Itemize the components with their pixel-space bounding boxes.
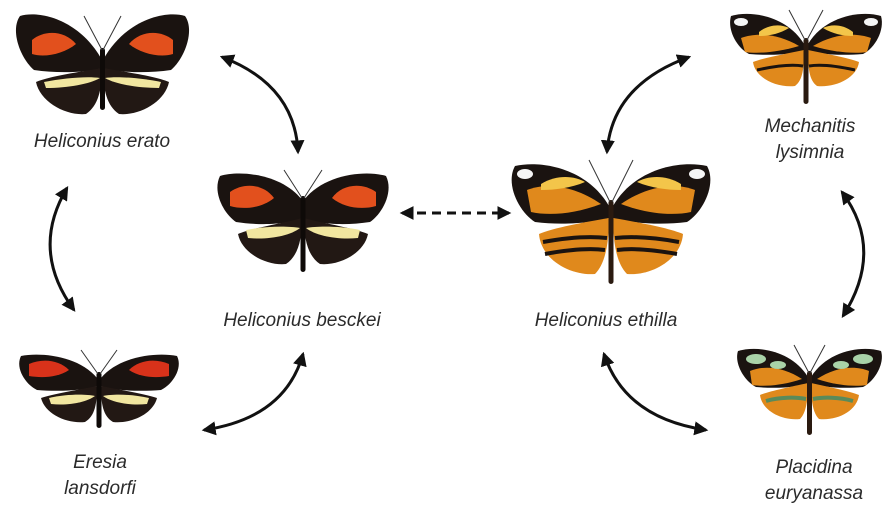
label-line: euryanassa [755,481,873,507]
butterfly-heliconius-besckei [212,170,394,274]
butterfly-heliconius-ethilla [505,160,717,286]
label-heliconius-besckei: Heliconius besckei [208,308,396,334]
label-line: Eresia [40,450,160,476]
label-line: Heliconius besckei [208,308,396,334]
label-eresia-lansdorfi: Eresia lansdorfi [40,450,160,502]
label-placidina-euryanassa: Placidina euryanassa [755,455,873,507]
butterfly-placidina-euryanassa [734,345,885,437]
butterfly-heliconius-erato [10,10,195,122]
arrow-erato-eresia [50,188,74,310]
arrow-ethilla-placidina [604,354,706,430]
label-line: Placidina [755,455,873,481]
arrow-erato-besckei [222,57,298,152]
label-line: lysimnia [750,140,870,166]
butterfly-eresia-lansdorfi [15,350,183,430]
label-heliconius-ethilla: Heliconius ethilla [516,308,696,334]
label-line: Heliconius ethilla [516,308,696,334]
label-heliconius-erato: Heliconius erato [18,129,186,155]
label-mechanitis-lysimnia: Mechanitis lysimnia [750,114,870,166]
arrow-ethilla-mechanitis [607,57,689,152]
butterfly-mechanitis-lysimnia [727,10,885,106]
arrow-besckei-eresia [204,354,303,430]
label-line: lansdorfi [40,476,160,502]
label-line: Mechanitis [750,114,870,140]
arrow-mechanitis-placidina [842,192,864,316]
label-line: Heliconius erato [18,129,186,155]
